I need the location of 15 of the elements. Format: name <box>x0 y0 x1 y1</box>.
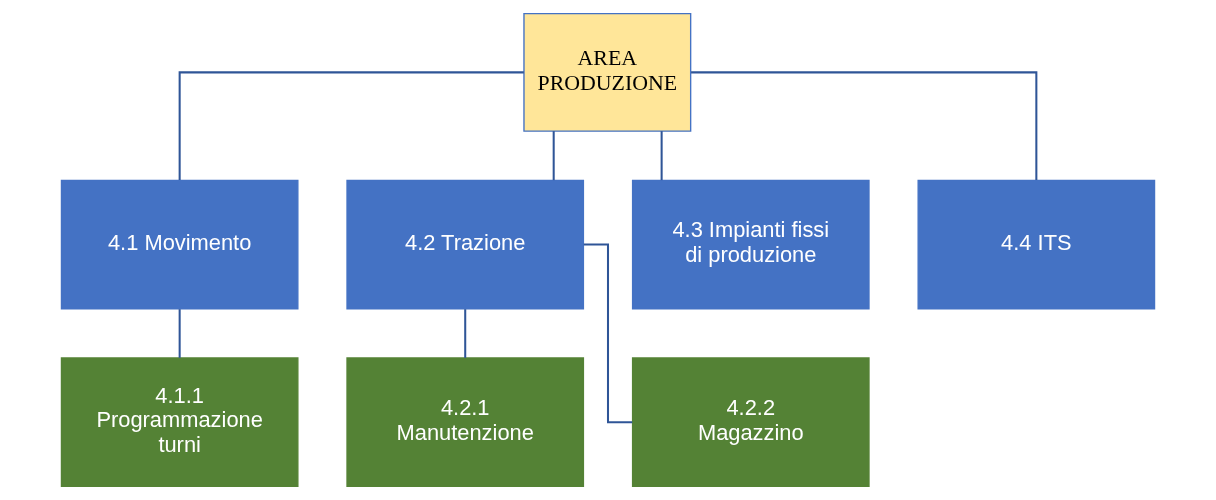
connector <box>583 243 633 424</box>
node-box: 4.1 Movimento <box>60 179 299 310</box>
node-box: 4.4 ITS <box>917 179 1156 310</box>
connector <box>552 131 555 181</box>
node-box: AREA PRODUZIONE <box>523 12 692 132</box>
connector <box>691 71 1038 180</box>
connector <box>660 131 663 181</box>
node-box: 4.1.1 Programmazione turni <box>60 357 299 488</box>
node-box: 4.2.2 Magazzino <box>631 357 870 488</box>
connector <box>464 309 467 358</box>
node-box: 4.2.1 Manutenzione <box>346 357 585 488</box>
connector <box>178 71 524 180</box>
node-box: 4.3 Impianti fissi di produzione <box>631 179 870 310</box>
node-box: 4.2 Trazione <box>346 179 585 310</box>
connector <box>178 309 181 358</box>
